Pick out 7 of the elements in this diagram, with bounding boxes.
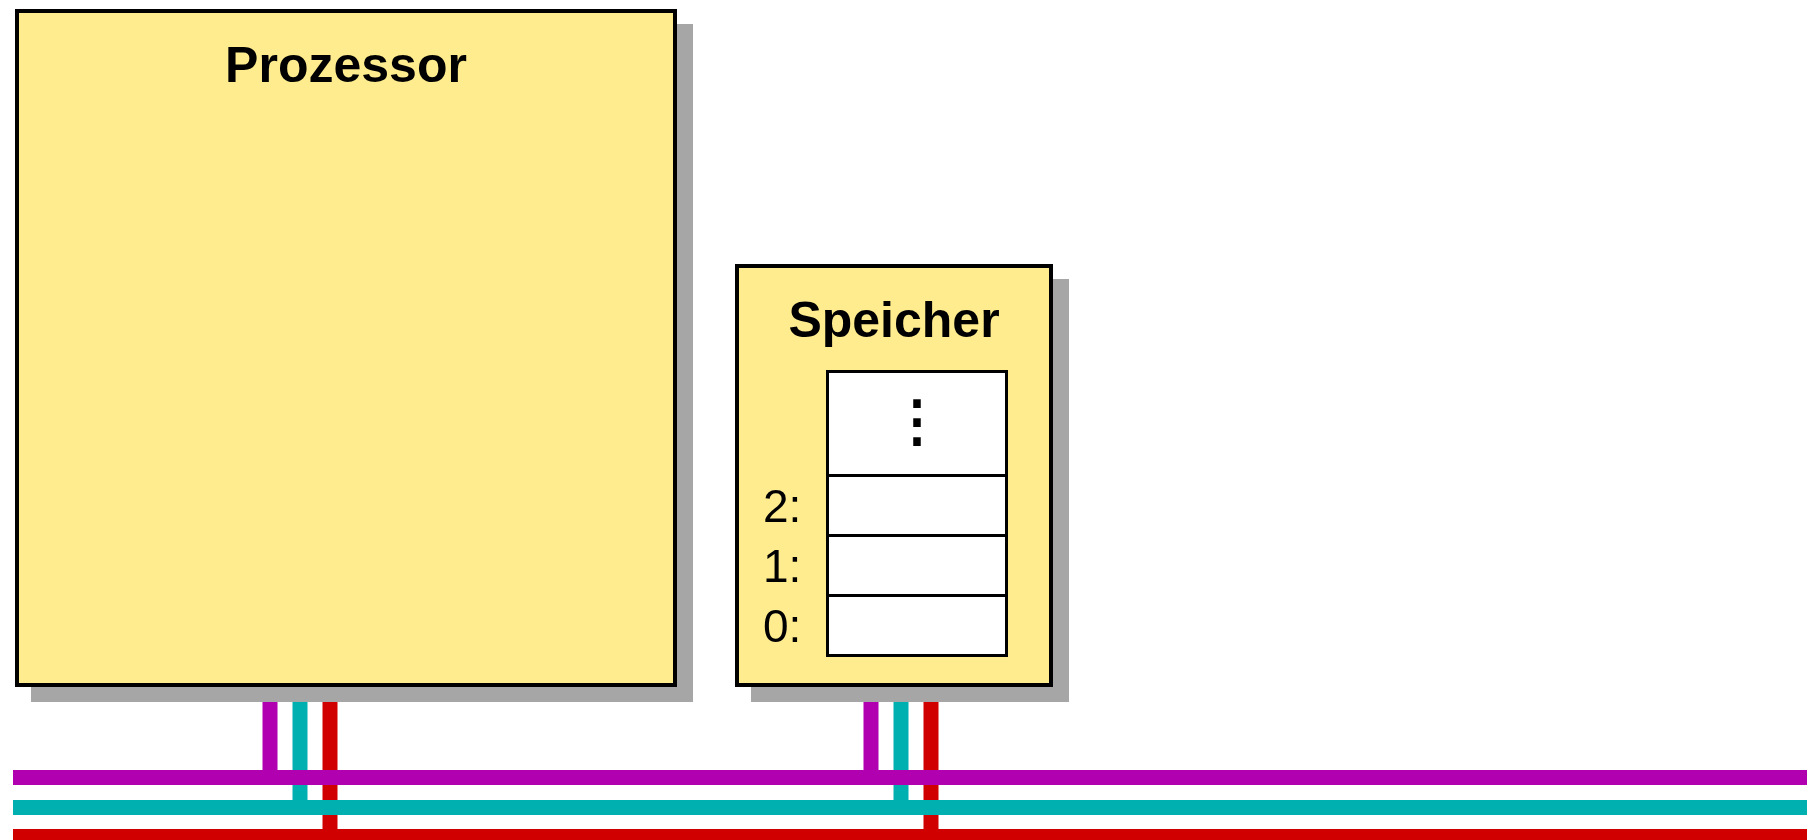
memory-cell [826,370,1008,477]
box-title: Prozessor [224,36,468,95]
ellipsis-text: ⋮ [888,391,946,451]
address-label: 2: [763,481,802,531]
box-title: Speicher [787,291,1001,350]
address-label: 0: [763,601,802,651]
address-label: 1: [763,541,802,591]
